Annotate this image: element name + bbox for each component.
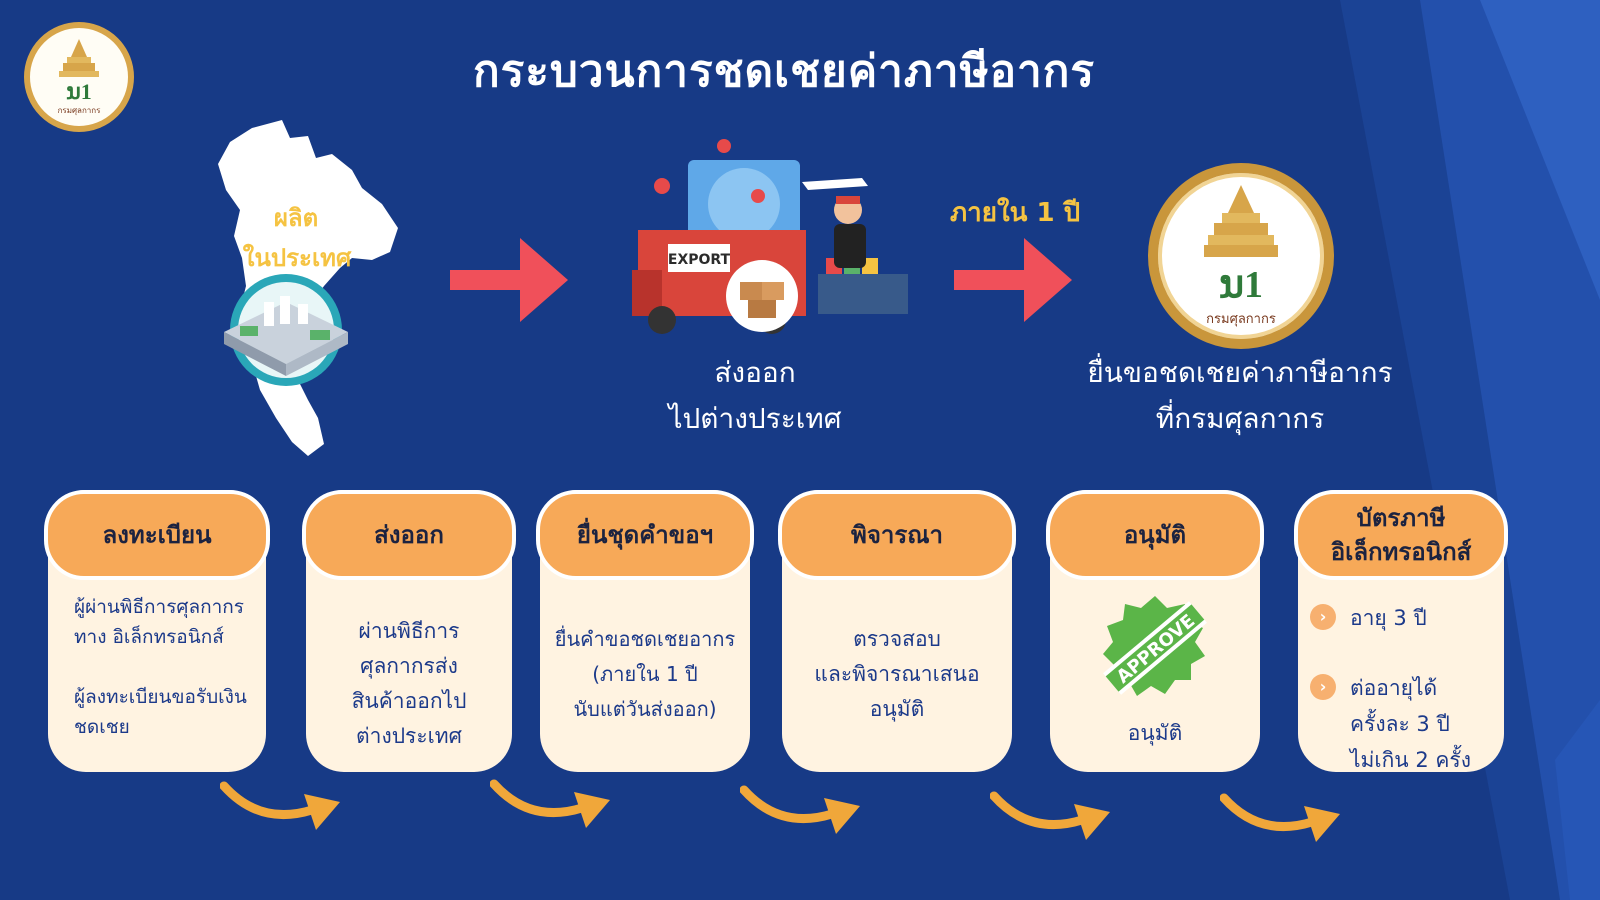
bullet-text: ต่ออายุได้ [1350, 676, 1438, 700]
step-title-tax-card: บัตรภาษี อิเล็กทรอนิกส์ [1294, 490, 1508, 580]
approve-stamp-icon: APPROVE [1103, 596, 1207, 696]
arrow-right-icon [954, 238, 1072, 322]
curved-arrow-icon [220, 781, 340, 830]
customs-emblem-icon: ນ1 กรมศุลกากร [1204, 185, 1278, 327]
bullet-item: › อายุ 3 ปี [1310, 600, 1504, 636]
curved-arrow-icon [740, 785, 860, 834]
factory-icon [224, 274, 348, 386]
customs-logo-large: ນ1 กรมศุลกากร [1148, 163, 1334, 349]
export-caption-line1: ส่งออก [714, 356, 796, 389]
bullet-text: อายุ 3 ปี [1350, 606, 1427, 630]
step-card-submit: ยื่นชุดคำขอฯ ยื่นคำขอชดเชยอากร (ภายใน 1 … [536, 490, 754, 772]
step-text: อนุมัติ [1127, 721, 1183, 745]
step-title-approve: อนุมัติ [1046, 490, 1264, 580]
step-text: ต่างประเทศ [356, 724, 462, 748]
export-sign-text: EXPORT [668, 252, 731, 268]
bullet-item: › ต่ออายุได้ ครั้งละ 3 ปี ไม่เกิน 2 ครั้… [1310, 670, 1504, 778]
map-label-domestic: ในประเทศ [242, 244, 352, 272]
logo-large-text: กรมศุลกากร [1206, 312, 1276, 327]
step-text: ผ่านพิธีการ [358, 619, 460, 643]
export-truck-illustration: EXPORT [632, 139, 908, 334]
step-card-register: ลงทะเบียน ผู้ผ่านพิธีการศุลกากร ทาง อิเล… [44, 490, 270, 772]
submit-caption-line2: ที่กรมศุลกากร [1155, 402, 1325, 435]
bullet-text: ไม่เกิน 2 ครั้ง [1350, 748, 1471, 772]
step-text: อนุมัติ [869, 697, 925, 721]
step-text: ชดเชย [74, 716, 130, 738]
step-text: สินค้าออกไป [351, 689, 467, 713]
svg-text:ນ1: ນ1 [1219, 264, 1263, 306]
step-title-export: ส่งออก [302, 490, 516, 580]
arrow-right-icon [450, 238, 568, 322]
step-text: ยื่นคำขอชดเชยอากร [554, 627, 736, 651]
curved-arrow-icon [490, 779, 610, 828]
step-text: ศุลกากรส่ง [360, 654, 458, 678]
within-one-year-label: ภายใน 1 ปี [950, 198, 1081, 228]
step-title-submit: ยื่นชุดคำขอฯ [536, 490, 754, 580]
step-title-line: บัตรภาษี [1356, 504, 1446, 532]
step-title-review: พิจารณา [778, 490, 1016, 580]
submit-caption-line1: ยื่นขอชดเชยค่าภาษีอากร [1087, 356, 1393, 389]
curved-arrow-icon [990, 791, 1110, 840]
step-text: ผู้ลงทะเบียนขอรับเงิน [74, 686, 247, 708]
logo-small-text: กรมศุลกากร [58, 106, 102, 115]
step-text: และพิจารณาเสนอ [814, 662, 980, 686]
step-card-tax-card: บัตรภาษี อิเล็กทรอนิกส์ › อายุ 3 ปี › ต่… [1294, 490, 1508, 772]
step-title-register: ลงทะเบียน [44, 490, 270, 580]
step-card-review: พิจารณา ตรวจสอบ และพิจารณาเสนอ อนุมัติ [778, 490, 1016, 772]
chevron-right-icon: › [1310, 674, 1336, 700]
step-text: ตรวจสอบ [853, 627, 941, 651]
step-text: ทาง อิเล็กทรอนิกส์ [74, 626, 224, 648]
bullet-text: ครั้งละ 3 ปี [1350, 712, 1450, 736]
customs-emblem-icon: ນ1 กรมศุลกากร [58, 39, 102, 115]
customs-logo-small: ນ1 กรมศุลกากร [24, 22, 134, 132]
step-card-approve: อนุมัติ APPROVE อนุมัติ [1046, 490, 1264, 772]
svg-text:ນ1: ນ1 [66, 79, 92, 104]
chevron-right-icon: › [1310, 604, 1336, 630]
export-caption-line2: ไปต่างประเทศ [668, 402, 842, 435]
step-text: นับแต่วันส่งออก) [573, 697, 717, 721]
curved-arrow-icon [1220, 793, 1340, 842]
map-label-produce: ผลิต [273, 204, 319, 232]
step-text: (ภายใน 1 ปี [592, 662, 698, 686]
step-title-line: อิเล็กทรอนิกส์ [1330, 538, 1472, 566]
page-title: กระบวนการชดเชยค่าภาษีอากร [473, 46, 1095, 97]
step-card-export: ส่งออก ผ่านพิธีการ ศุลกากรส่ง สินค้าออกไ… [302, 490, 516, 772]
step-text: ผู้ผ่านพิธีการศุลกากร [74, 596, 245, 618]
